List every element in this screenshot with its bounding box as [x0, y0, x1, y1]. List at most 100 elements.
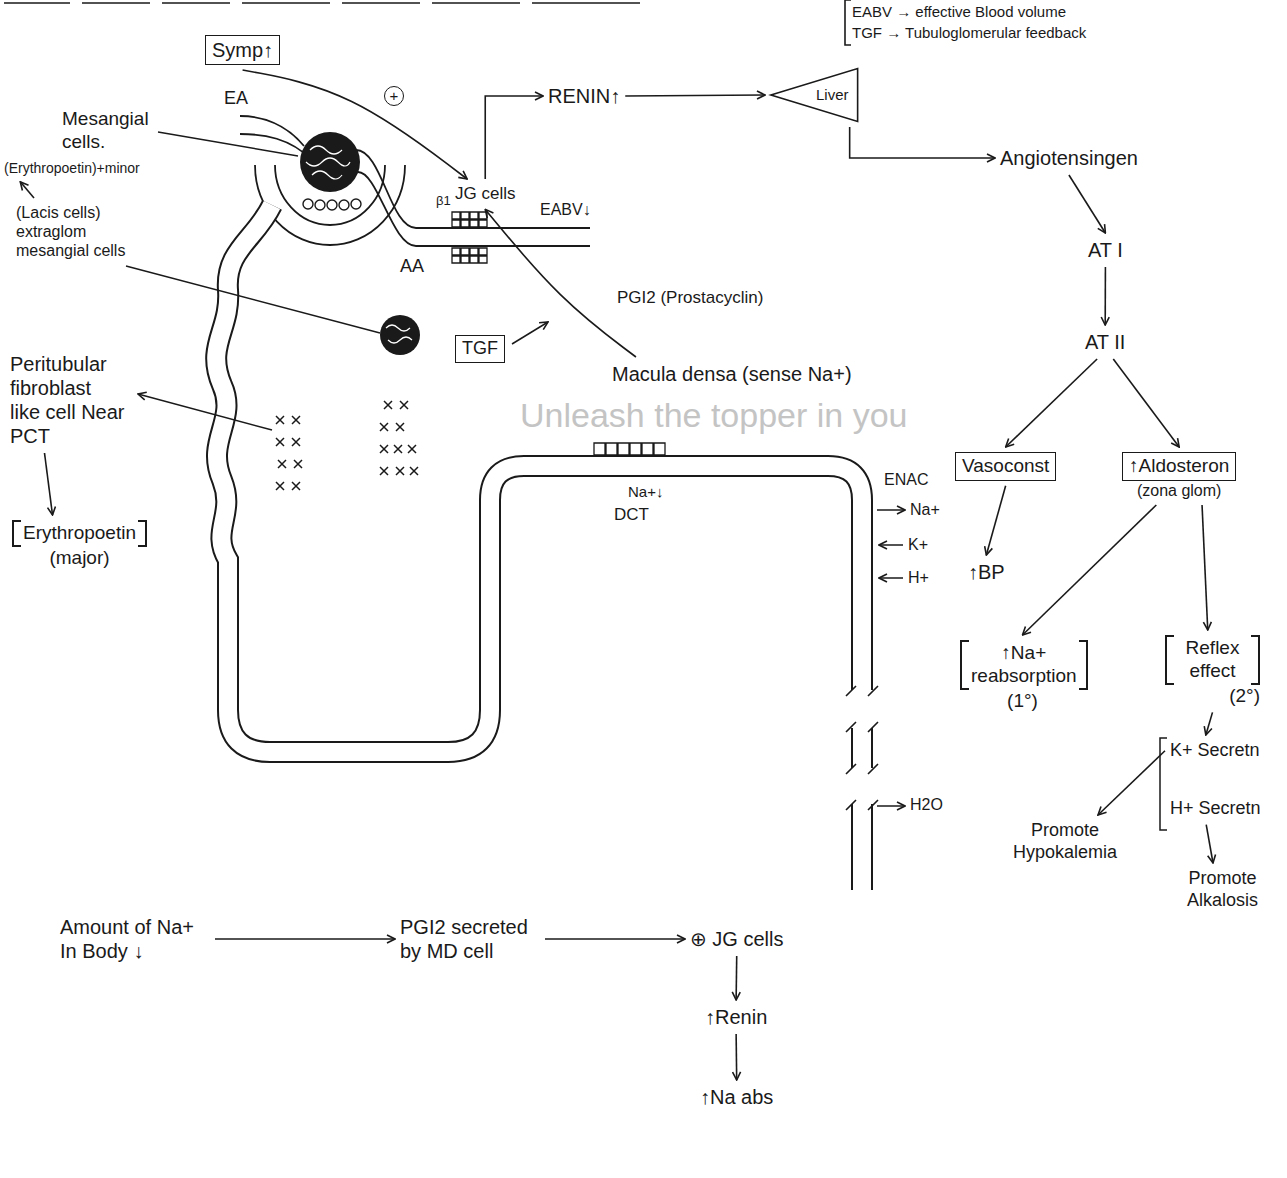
- node-text: Liver: [816, 86, 849, 104]
- node-text: ↑Renin: [705, 1005, 767, 1029]
- node-text: Amount of Na+ In Body ↓: [60, 915, 210, 963]
- flow-step: ↑Na abs: [700, 1085, 773, 1109]
- node-text: Vasoconst: [955, 452, 1056, 481]
- receptor-label: β1: [436, 193, 451, 209]
- pointer-arrow: [138, 394, 272, 430]
- ion-label: Na+↓: [628, 483, 663, 501]
- part-label: Mesangial cells.: [62, 108, 162, 154]
- node-text: AT I: [1088, 238, 1123, 262]
- macula-densa-cells: [594, 443, 665, 455]
- ion-label: K+: [908, 535, 928, 554]
- lacis-cell-mass: [380, 315, 420, 355]
- node-text: Reflex effect: [1165, 635, 1260, 685]
- effect-box: ↑Aldosteron(zona glom): [1122, 452, 1236, 500]
- node-subtext: (1°): [960, 690, 1085, 713]
- node-text: (Erythropoetin)+minor: [4, 160, 140, 177]
- cell-label: JG cells: [455, 184, 515, 204]
- connector-arrow: [1069, 175, 1105, 233]
- pointer-arrow: [512, 322, 548, 344]
- effect-bracket: ↑Na+ reabsorption(1°): [960, 640, 1085, 712]
- node-text: K+ Secretn: [1170, 740, 1260, 762]
- vessel-label: EA: [224, 88, 248, 110]
- flow-step: ↑Renin: [705, 1005, 767, 1029]
- transport-arrow: [877, 509, 905, 511]
- podocyte: [327, 200, 337, 210]
- node-subtext: (major): [12, 547, 147, 570]
- hormone-bracket: Erythropoetin(major): [12, 520, 147, 570]
- connector-arrow: [485, 96, 543, 179]
- cell-label: (Lacis cells)extraglom mesangial cells: [16, 203, 136, 261]
- hormone-text: AT I: [1088, 238, 1123, 262]
- node-text: RENIN↑: [548, 84, 620, 108]
- hormone-text: AT II: [1085, 330, 1125, 354]
- note-text: (Erythropoetin)+minor: [4, 160, 140, 177]
- effect-bracket: Reflex effect(2°): [1165, 635, 1260, 707]
- header-rule: [4, 2, 640, 4]
- connector-arrow: [1113, 359, 1179, 447]
- cross-marks: [276, 416, 302, 490]
- organ-triangle: Liver: [770, 68, 859, 122]
- note-bracket: [845, 0, 851, 45]
- leader-line: [126, 266, 380, 333]
- jg-cell-clusters: [452, 212, 487, 263]
- connector-arrow: [485, 209, 636, 357]
- podocyte: [315, 200, 325, 210]
- arterioles: [240, 116, 590, 246]
- definition-note: EABV → effective Blood volume: [852, 3, 1066, 21]
- node-text: JG cells: [455, 184, 515, 204]
- glomerulus: [300, 132, 361, 210]
- capillary-loops: [306, 146, 350, 179]
- transport-arrow: [879, 577, 903, 579]
- podocyte: [339, 200, 349, 210]
- flow-step: ⊕ JG cells: [690, 927, 783, 951]
- node-subtext: (zona glom): [1122, 481, 1236, 500]
- hormone-text: RENIN↑: [548, 84, 620, 108]
- transport-arrow: [877, 805, 905, 807]
- flow-step: PGI2 secreted by MD cell: [400, 915, 540, 963]
- leader-lines: [126, 132, 1167, 830]
- water-label: H2O: [910, 795, 943, 814]
- efferent-arteriole-wall: [240, 116, 304, 146]
- connector-arrow: [45, 453, 53, 515]
- connector-arrow: [735, 1034, 737, 1080]
- connector-arrow: [735, 956, 737, 1000]
- ion-label: H+: [908, 568, 929, 587]
- connector-arrow: [1006, 359, 1097, 447]
- node-subtext: extraglom mesangial cells: [16, 222, 136, 260]
- node-text: ↑Na abs: [700, 1085, 773, 1109]
- node-text: Symp↑: [205, 35, 280, 65]
- connector-arrow: [243, 70, 468, 179]
- effect-text: ↑BP: [968, 560, 1005, 584]
- node-text: Peritubular fibroblast like cell Near PC…: [10, 352, 125, 448]
- node-text: Macula densa (sense Na+): [612, 362, 852, 386]
- connector-arrow: [1206, 825, 1213, 863]
- break-marks: [846, 686, 878, 810]
- node-text: ↑BP: [968, 560, 1005, 584]
- node-text: H+ Secretn: [1170, 798, 1261, 820]
- outcome-text: Promote Hypokalemia: [1010, 820, 1120, 863]
- connector-arrow: [850, 127, 995, 158]
- connector-group: [20, 70, 1213, 1080]
- effect-text: H+ Secretn: [1170, 798, 1261, 820]
- glomerulus-tuft: [300, 132, 360, 192]
- node-text: ↑Na+ reabsorption: [960, 640, 1088, 690]
- node-text: (Lacis cells): [16, 203, 136, 222]
- transport-arrow: [879, 544, 903, 546]
- connector-arrow: [625, 95, 765, 96]
- cell-label: Macula densa (sense Na+): [612, 362, 852, 386]
- vessel-label: AA: [400, 256, 424, 278]
- channel-label: ENAC: [884, 470, 928, 489]
- connector-arrow: [215, 938, 395, 940]
- connector-arrow: [545, 938, 685, 940]
- segment-label: DCT: [614, 505, 649, 525]
- podocytes: [303, 199, 361, 210]
- node-text: Erythropoetin: [12, 520, 147, 547]
- afferent-arteriole-wall: [358, 172, 590, 246]
- precursor-text: Angiotensingen: [1000, 146, 1138, 170]
- node-text: PGI2 secreted by MD cell: [400, 915, 540, 963]
- tubule-wall: [216, 205, 862, 890]
- node-text: TGF: [455, 335, 505, 363]
